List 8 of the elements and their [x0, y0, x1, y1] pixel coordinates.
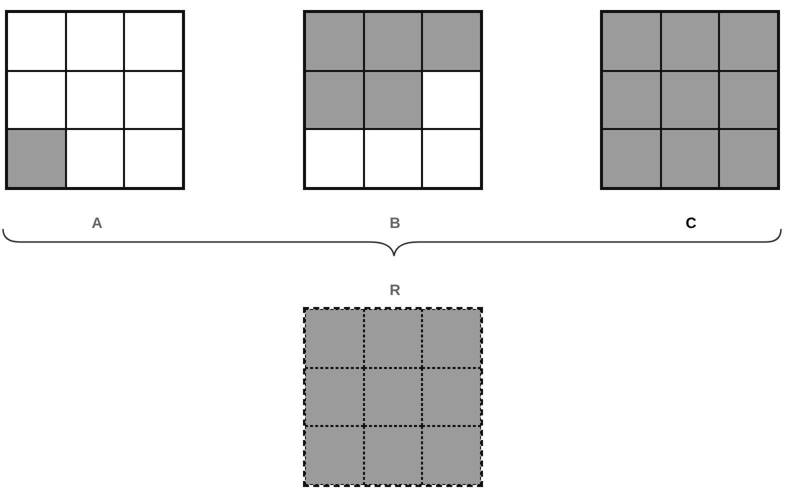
square-grid	[600, 10, 780, 190]
grid-label: A	[92, 215, 102, 232]
square-grid	[5, 10, 185, 190]
square-grid	[303, 307, 483, 487]
square-grid	[303, 10, 483, 190]
grid-label: B	[390, 215, 400, 232]
grid-label: C	[686, 215, 696, 232]
grid-label: R	[390, 282, 400, 299]
